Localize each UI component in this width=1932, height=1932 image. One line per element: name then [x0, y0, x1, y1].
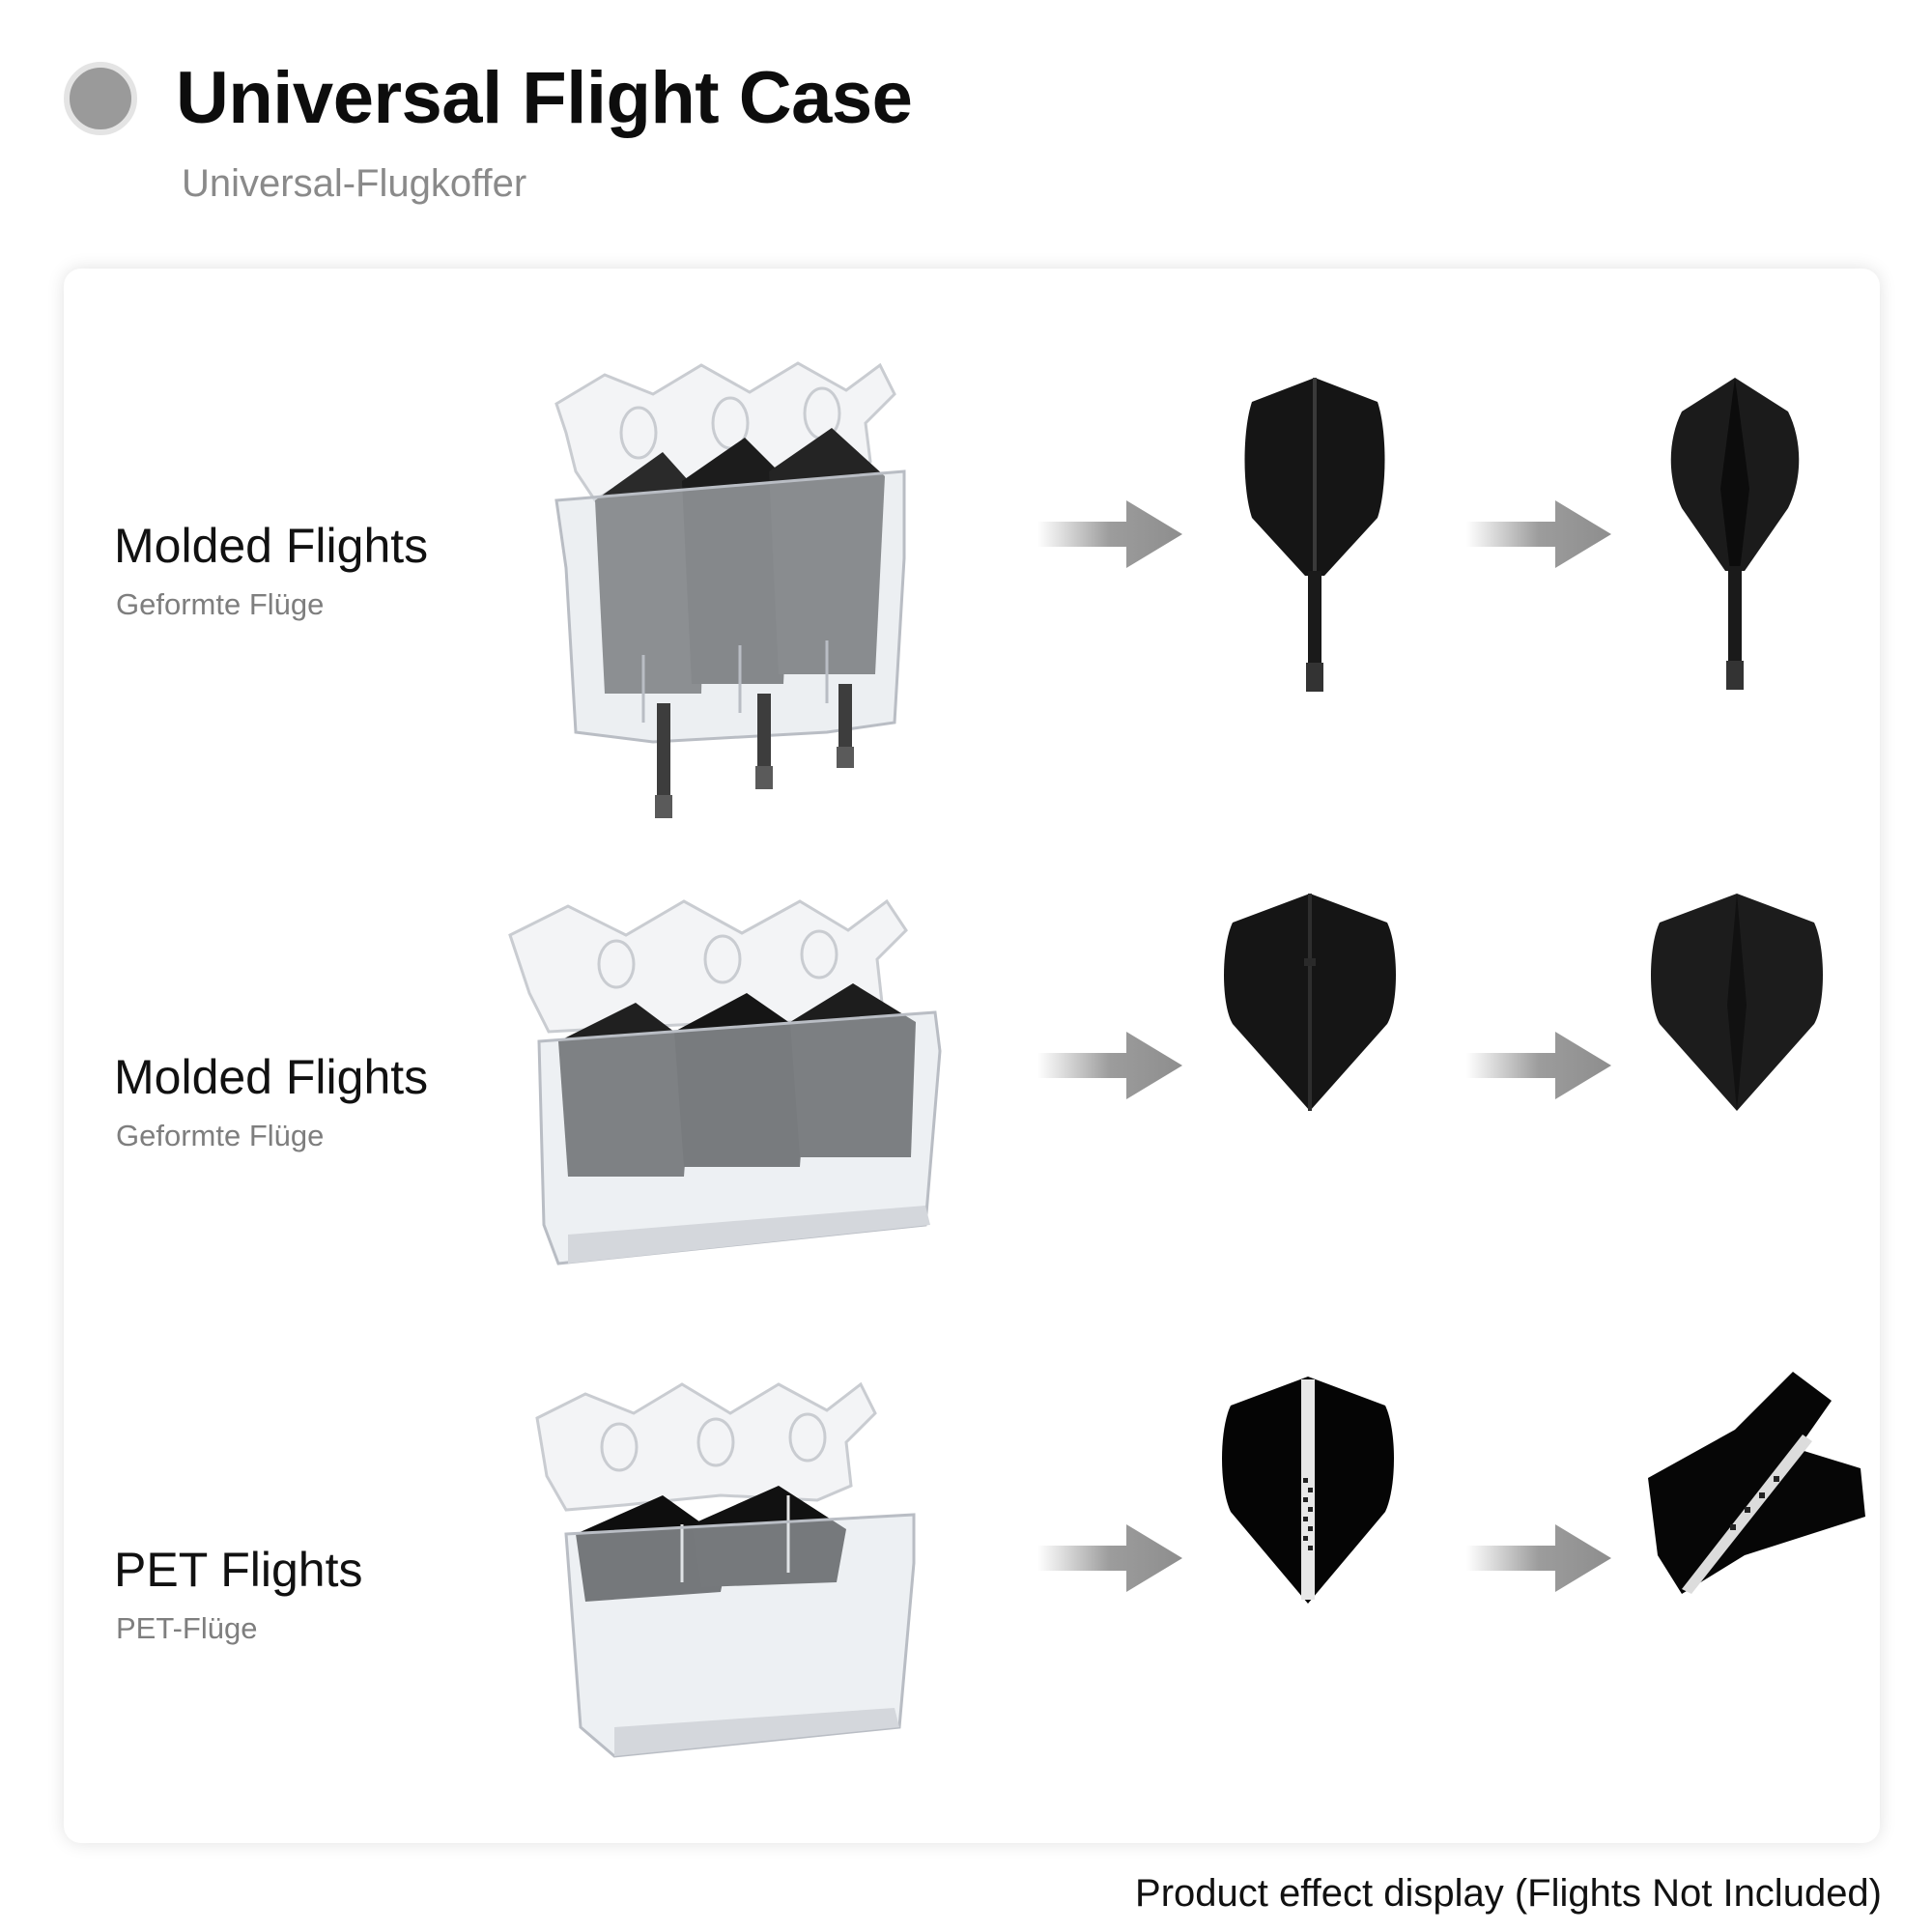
arrow-right-icon: [1037, 1524, 1182, 1592]
row-subtitle: Geformte Flüge: [116, 587, 325, 621]
arrow-right-icon: [1466, 500, 1611, 568]
flight-case-image: [554, 361, 906, 818]
pet-flight-front-image: [1222, 1377, 1394, 1604]
flight-case-image: [508, 898, 942, 1265]
row-pet-flights: PET Flights PET-Flüge: [64, 1293, 1880, 1795]
page-title: Universal Flight Case: [176, 57, 913, 139]
row-title: Molded Flights: [114, 519, 429, 573]
molded-flight-stem-side-image: [1670, 378, 1800, 690]
arrow-right-icon: [1037, 1032, 1182, 1099]
row-title: Molded Flights: [114, 1050, 429, 1104]
page-subtitle: Universal-Flugkoffer: [182, 162, 527, 205]
row-molded-flights-standard: Molded Flights Geformte Flüge: [64, 800, 1880, 1302]
arrow-right-icon: [1466, 1032, 1611, 1099]
footer-note: Product effect display (Flights Not Incl…: [1135, 1872, 1882, 1915]
arrow-right-icon: [1037, 500, 1182, 568]
molded-flight-standard-side-image: [1651, 894, 1823, 1111]
row-subtitle: PET-Flüge: [116, 1611, 258, 1645]
molded-flight-stem-front-image: [1244, 378, 1385, 692]
pet-flight-side-image: [1648, 1372, 1865, 1594]
arrow-right-icon: [1466, 1524, 1611, 1592]
row-subtitle: Geformte Flüge: [116, 1119, 325, 1152]
molded-flight-standard-front-image: [1224, 894, 1396, 1111]
header-bullet-icon: [64, 62, 137, 135]
row-molded-flights-stem: Molded Flights Geformte Flüge: [64, 269, 1880, 818]
row-title: PET Flights: [114, 1543, 363, 1597]
content-card: Molded Flights Geformte Flüge: [64, 269, 1880, 1843]
flight-case-image: [535, 1381, 916, 1758]
